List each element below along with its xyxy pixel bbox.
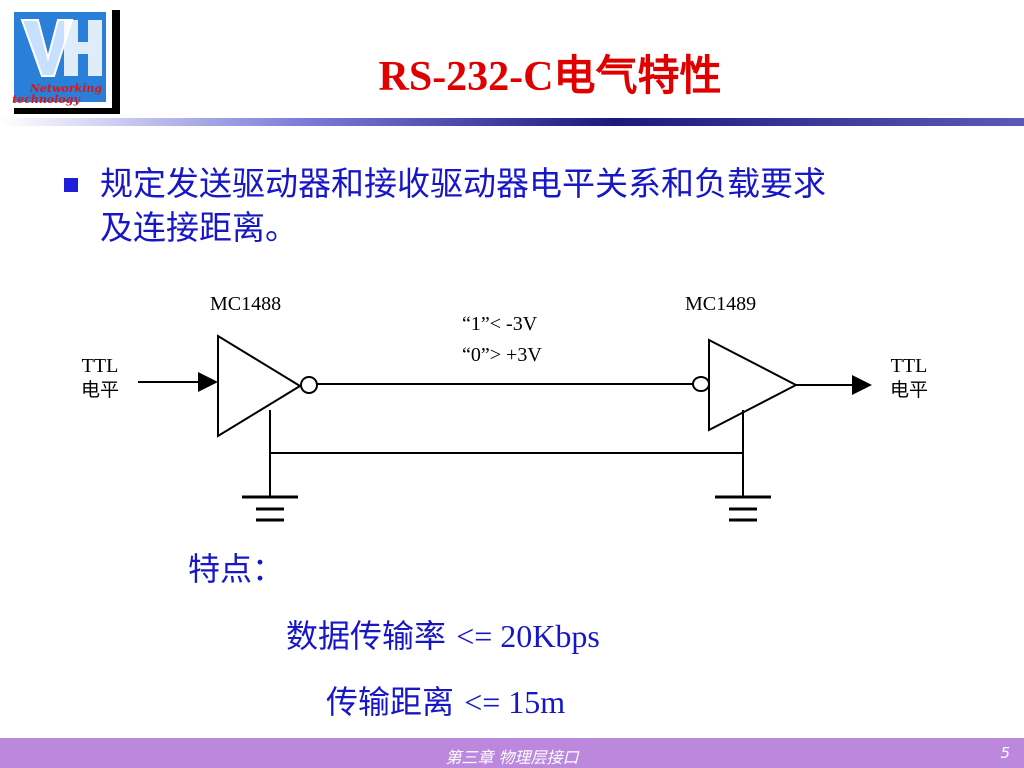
input-arrow xyxy=(138,372,218,392)
feature-distance-label: 传输距离 xyxy=(326,683,455,721)
features-heading-text: 特点： xyxy=(188,550,285,588)
feature-data-rate: 数据传输率 <= 20Kbps xyxy=(286,611,600,657)
feature-distance-value: <= 15m xyxy=(464,684,566,720)
logo-text-line1: Networking xyxy=(29,82,103,95)
driver-output-bubble xyxy=(300,376,318,394)
bullet-line-2: 及连接距离。 xyxy=(100,208,298,247)
input-ttl-label-line2: 电平 xyxy=(80,379,119,401)
driver-chip-label: MC1488 xyxy=(210,293,282,315)
output-ttl-label: TTL 电平 xyxy=(880,354,938,402)
bullet-square-icon xyxy=(64,178,78,192)
feature-data-rate-value: <= 20Kbps xyxy=(456,618,600,654)
logic-one-level: “1”< -3V xyxy=(462,313,538,335)
page-title: RS-232-C电气特性 xyxy=(378,54,722,100)
bullet-text: 规定发送驱动器和接收驱动器电平关系和负载要求 及连接距离。 xyxy=(100,162,1000,250)
input-ttl-label: TTL 电平 xyxy=(74,354,126,402)
footer-chapter-title: 第三章 物理层接口 xyxy=(445,748,579,767)
ground-symbol-right xyxy=(715,495,771,522)
header-divider xyxy=(0,118,1024,126)
page-number: 5 xyxy=(1000,744,1010,762)
output-ttl-label-line2: 电平 xyxy=(889,379,928,401)
features-heading: 特点： xyxy=(188,544,284,590)
driver-triangle xyxy=(217,334,302,438)
footer-bar xyxy=(0,738,1024,768)
receiver-input-bubble xyxy=(692,376,710,392)
logic-zero-level: “0”> +3V xyxy=(462,344,542,366)
receiver-triangle xyxy=(708,338,799,432)
output-arrow xyxy=(796,375,872,395)
receiver-chip-label: MC1489 xyxy=(685,293,757,315)
ground-symbol-left xyxy=(242,495,298,522)
bullet-line-1: 规定发送驱动器和接收驱动器电平关系和负载要求 xyxy=(100,164,826,203)
input-ttl-label-line1: TTL xyxy=(81,355,119,377)
logo-vh-networking-technology: Networking technology xyxy=(8,6,120,114)
feature-distance: 传输距离 <= 15m xyxy=(326,677,565,723)
logo-text-line2: technology xyxy=(12,93,81,106)
output-ttl-label-line1: TTL xyxy=(890,355,928,377)
feature-data-rate-label: 数据传输率 xyxy=(286,617,447,655)
